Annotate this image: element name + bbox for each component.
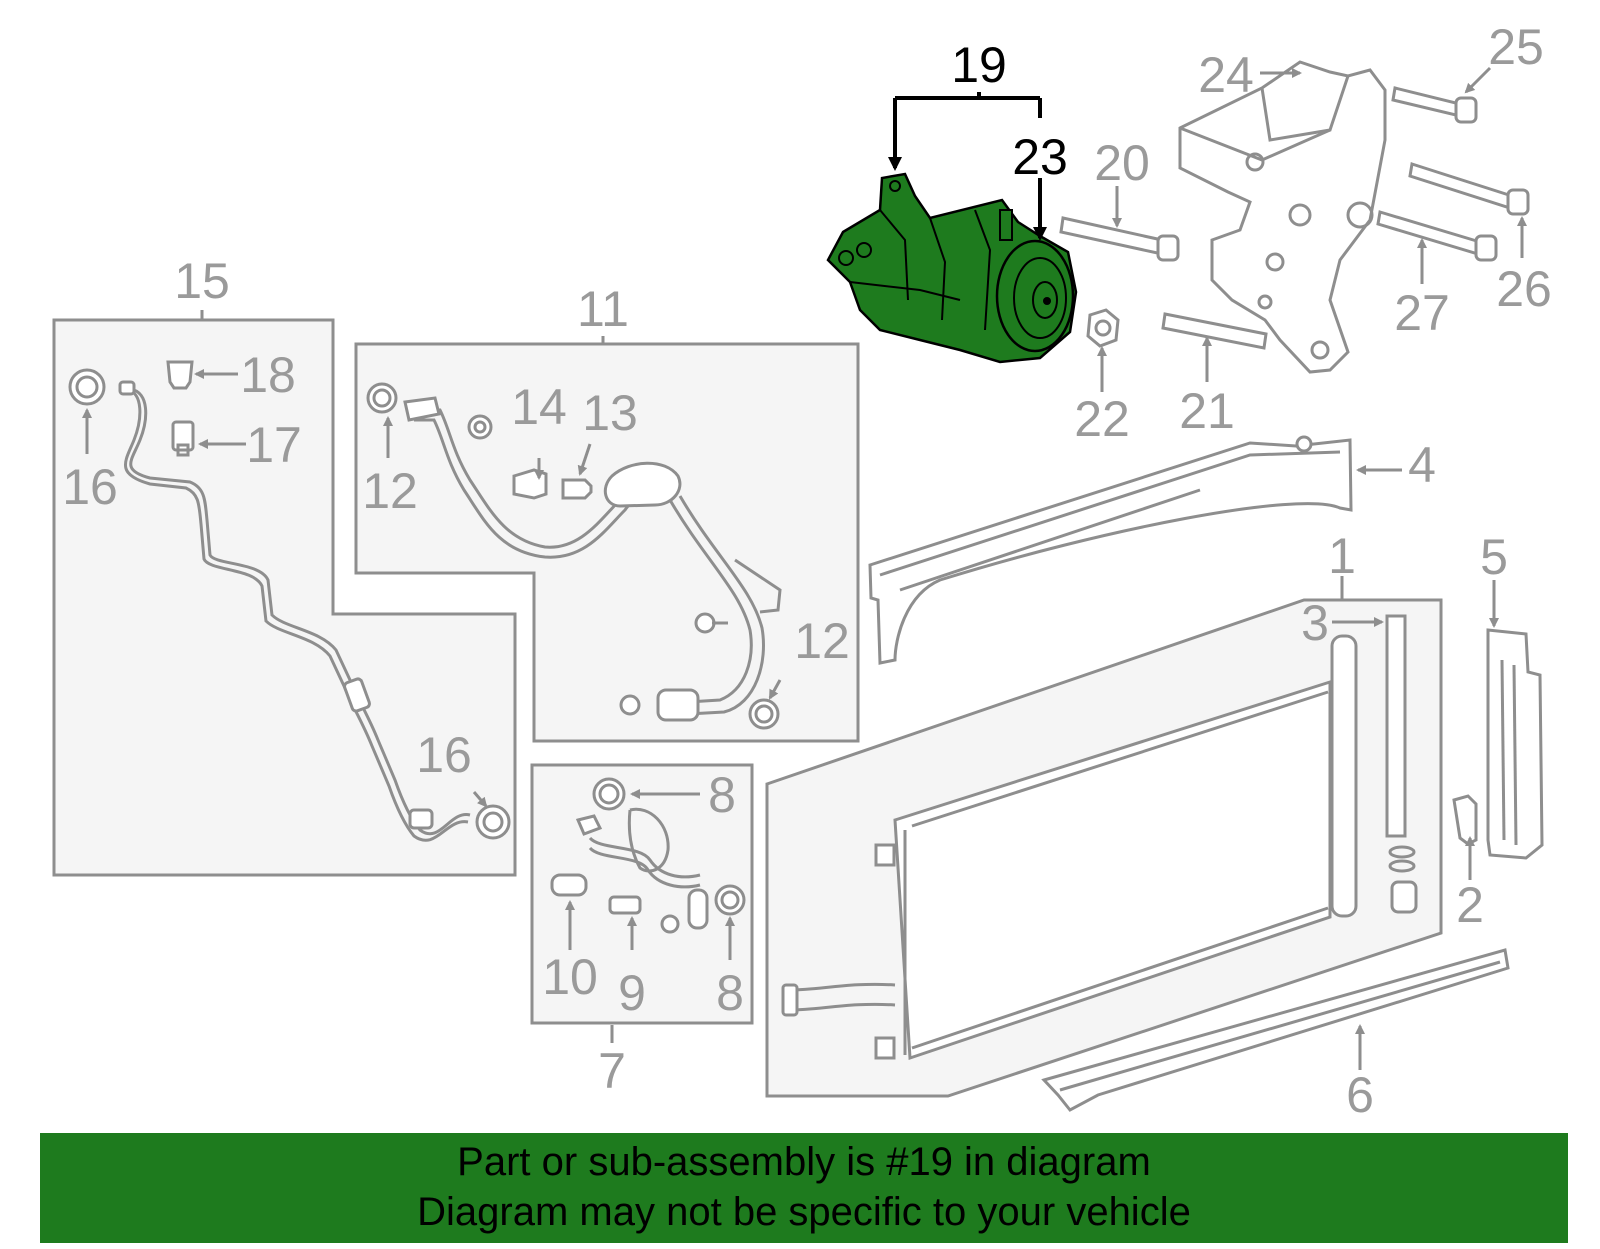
callout-13: 13 bbox=[582, 385, 638, 441]
callout-11: 11 bbox=[577, 281, 629, 337]
bolt-27[interactable] bbox=[1376, 210, 1498, 262]
callout-15: 15 bbox=[174, 253, 230, 309]
callout-14: 14 bbox=[511, 379, 567, 435]
callout-3: 3 bbox=[1301, 595, 1329, 651]
lower-deflector-6[interactable] bbox=[1041, 948, 1510, 1112]
callout-7: 7 bbox=[598, 1043, 626, 1099]
side-seal-5[interactable] bbox=[1486, 628, 1544, 860]
fitting-kit-7[interactable] bbox=[530, 763, 754, 1025]
callout-17: 17 bbox=[246, 417, 302, 473]
callout-16b: 16 bbox=[416, 727, 472, 783]
compressor-bracket-24[interactable] bbox=[1178, 60, 1387, 374]
banner-line-1: Part or sub-assembly is #19 in diagram bbox=[457, 1140, 1151, 1184]
callout-26: 26 bbox=[1496, 261, 1552, 317]
callout-5: 5 bbox=[1480, 529, 1508, 585]
callout-20: 20 bbox=[1094, 135, 1150, 191]
callout-18: 18 bbox=[240, 347, 296, 403]
fitting-2[interactable] bbox=[1452, 794, 1478, 846]
nut-22[interactable] bbox=[1086, 308, 1120, 348]
air-deflector-4[interactable] bbox=[868, 435, 1353, 665]
callout-22: 22 bbox=[1074, 391, 1130, 447]
hose-assembly-15[interactable] bbox=[52, 318, 517, 877]
condenser-assembly-1[interactable] bbox=[765, 598, 1443, 1098]
callout-10: 10 bbox=[542, 949, 598, 1005]
callout-8b: 8 bbox=[716, 965, 744, 1021]
leader-lines bbox=[82, 66, 1527, 1070]
callout-6: 6 bbox=[1346, 1067, 1374, 1123]
callout-21: 21 bbox=[1179, 383, 1235, 439]
stud-21[interactable] bbox=[1161, 312, 1268, 350]
callout-12b: 12 bbox=[794, 613, 850, 669]
callout-2: 2 bbox=[1456, 877, 1484, 933]
bolt-26[interactable] bbox=[1408, 162, 1530, 216]
bolt-25[interactable] bbox=[1391, 86, 1478, 124]
callout-19: 19 bbox=[951, 37, 1007, 93]
callout-16a: 16 bbox=[62, 459, 118, 515]
callout-1: 1 bbox=[1328, 528, 1356, 584]
callout-23: 23 bbox=[1012, 129, 1068, 185]
callout-8a: 8 bbox=[708, 767, 736, 823]
callout-12a: 12 bbox=[362, 463, 418, 519]
callout-9: 9 bbox=[618, 965, 646, 1021]
bolt-20[interactable] bbox=[1059, 216, 1180, 262]
ac-compressor-19[interactable] bbox=[826, 172, 1078, 364]
callout-24: 24 bbox=[1198, 47, 1254, 103]
callout-numbers: 1 2 3 4 5 6 7 8 8 9 10 11 12 12 13 14 15… bbox=[62, 19, 1552, 1123]
hose-assembly-11[interactable] bbox=[354, 342, 860, 743]
callout-27: 27 bbox=[1394, 285, 1450, 341]
banner-line-2: Diagram may not be specific to your vehi… bbox=[417, 1190, 1191, 1234]
callout-4: 4 bbox=[1408, 437, 1436, 493]
info-banner: Part or sub-assembly is #19 in diagram D… bbox=[40, 1133, 1568, 1243]
callout-25: 25 bbox=[1488, 19, 1544, 75]
